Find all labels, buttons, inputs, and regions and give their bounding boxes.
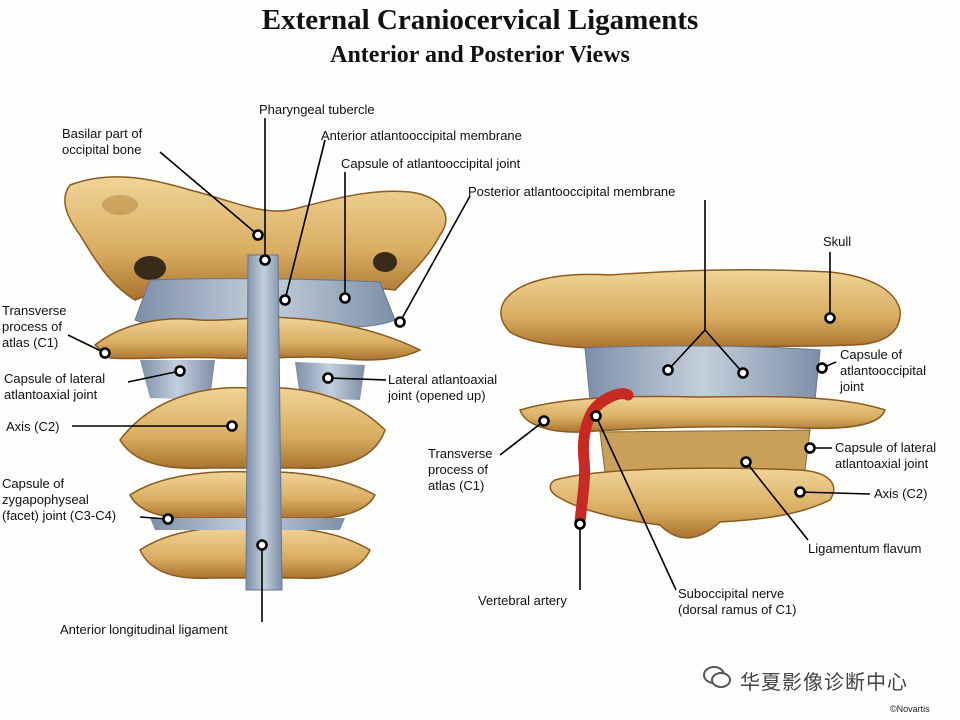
leader-axis-right [799,491,871,495]
occipital-foramen-left [134,256,166,280]
leader-capsule-lat-left [127,370,181,383]
label-capsule-ao: Capsule of atlantooccipital joint [341,156,521,171]
axis-c2-posterior [549,467,835,539]
dot-subocc [590,410,602,422]
label-post-membrane: Posterior atlantooccipital membrane [468,184,675,199]
atlas-c1-posterior [519,395,886,433]
labels: Basilar part of occipital bone Pharyngea… [2,102,940,637]
dot-capsule-ao [339,292,351,304]
dot-post-membrane-left [394,316,406,328]
label-capsule-zyg: Capsule of zygapophyseal (facet) joint (… [2,476,116,523]
occipital-foramen-right [373,252,397,272]
dot-transverse-left [99,347,111,359]
dot-zyg [162,513,174,525]
label-ant-membrane: Anterior atlantooccipital membrane [321,128,522,143]
label-transverse-left: Transverse process of atlas (C1) [2,303,70,350]
occipital-pits [102,195,138,215]
dot-lat-aa [322,372,334,384]
label-transverse-right: Transverse process of atlas (C1) [428,446,496,493]
chat-bubble-icon [703,666,731,688]
label-capsule-lat-left: Capsule of lateral atlantoaxial joint [4,371,109,402]
dot-axis-right [794,486,806,498]
leader-ant-membrane [284,139,326,301]
figure-subtitle: Anterior and Posterior Views [330,42,630,68]
dot-post-membrane-right-b [737,367,749,379]
dot-axis-left [226,420,238,432]
label-capsule-ao-right: Capsule of atlantooccipital joint [839,347,930,394]
capsule-lateral-left [140,360,215,400]
ligamentum-flavum-shape [599,429,811,473]
label-ant-long: Anterior longitudinal ligament [60,622,228,637]
leader-post-membrane-left [399,195,471,323]
label-axis-left: Axis (C2) [6,419,59,434]
watermark: 华夏影像诊断中心 [700,660,950,716]
publisher-credit: ©Novartis [890,704,930,714]
label-skull: Skull [823,234,851,249]
dot-ant-long [256,539,268,551]
leader-flavum [745,461,809,541]
dot-vert-artery [574,518,586,530]
leader-basilar [159,151,259,236]
dot-capsule-lat-right [804,442,816,454]
leader-lines [67,118,871,622]
label-axis-right: Axis (C2) [874,486,927,501]
label-capsule-lat-right: Capsule of lateral atlantoaxial joint [835,440,940,471]
leader-transverse-right [499,420,545,456]
label-subocc: Suboccipital nerve (dorsal ramus of C1) [678,586,796,617]
dot-skull [824,312,836,324]
label-vert-artery: Vertebral artery [478,593,567,608]
dot-flavum [740,456,752,468]
leader-transverse-left [67,334,106,354]
watermark-text: 华夏影像诊断中心 [740,670,908,694]
posterior-view [500,269,901,539]
dot-transverse-right [538,415,550,427]
vertebral-artery-shape [574,388,634,528]
label-lat-aa-joint: Lateral atlantoaxial joint (opened up) [387,372,501,403]
label-pharyngeal: Pharyngeal tubercle [259,102,375,117]
dot-basilar [252,229,264,241]
dot-pharyngeal [259,254,271,266]
figure-title: External Craniocervical Ligaments [261,4,699,36]
label-lig-flavum: Ligamentum flavum [808,541,921,556]
leader-subocc [595,415,677,591]
dot-post-membrane-right-a [662,364,674,376]
dot-capsule-lat-left [174,365,186,377]
dot-capsule-ao-right [816,362,828,374]
label-basilar: Basilar part of occipital bone [62,126,146,157]
label-dots [99,229,836,551]
leader-post-membrane-right2 [704,329,744,374]
dot-ant-membrane [279,294,291,306]
skull-posterior [500,269,901,350]
anterior-longitudinal-ligament-shape [245,254,283,591]
leader-lat-aa [327,377,387,381]
